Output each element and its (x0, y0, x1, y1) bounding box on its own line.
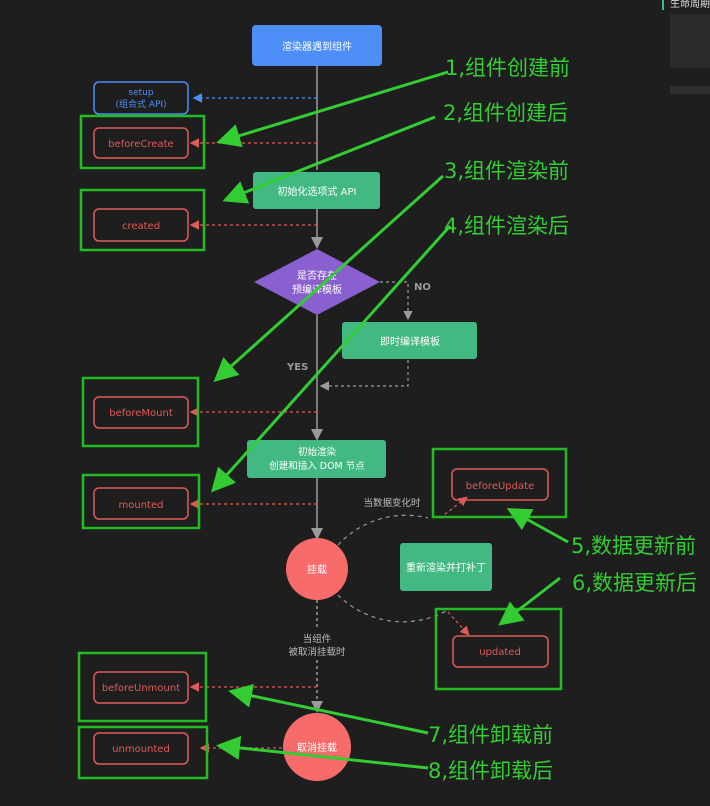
initial-render-line2: 创建和插入 DOM 节点 (269, 460, 365, 472)
renderer-label: 渲染器遇到组件 (282, 40, 352, 53)
mounted-state-label: 挂载 (307, 563, 327, 576)
annotation-label: 6,数据更新后 (572, 571, 697, 595)
before-create-hook: beforeCreate (79, 114, 206, 170)
top-accent-bar (662, 0, 664, 10)
update-loop-arc (337, 594, 449, 623)
unmount-state-node: 取消挂载 (283, 713, 351, 781)
updated-hook: updated (434, 607, 563, 691)
annotation-arrow (498, 576, 561, 626)
side-panel-bar (670, 86, 710, 94)
annotation-arrow (213, 174, 445, 383)
highlight-frame (81, 376, 200, 448)
highlight-frame (79, 114, 206, 170)
initial-render-node: 初始渲染 创建和插入 DOM 节点 (247, 440, 386, 478)
annotation-label: 8,组件卸载后 (428, 759, 553, 783)
unmounted-hook: unmounted (77, 725, 209, 780)
updated-label: updated (479, 647, 521, 658)
annotation-arrow (216, 70, 449, 148)
annotation-arrow (210, 224, 452, 493)
annotation-label: 3,组件渲染前 (444, 159, 569, 183)
jit-return-line (319, 360, 409, 391)
highlight-frame (431, 447, 568, 519)
before-update-hook: beforeUpdate (431, 447, 568, 519)
before-mount-hook: beforeMount (81, 376, 200, 448)
init-options-label: 初始化选项式 API (278, 185, 357, 198)
annotation-label: 5,数据更新前 (571, 534, 696, 558)
top-fragment-text: 生命周期 (670, 0, 710, 10)
mounted-label: mounted (119, 500, 164, 511)
template-decision-node: 是否存在 预编译模板 (254, 249, 380, 315)
annotation-arrow (222, 115, 436, 204)
before-update-label: beforeUpdate (466, 481, 534, 492)
rerender-patch-label: 重新渲染并打补丁 (406, 561, 486, 574)
unmount-note-line2: 被取消挂载时 (288, 646, 346, 658)
mounted-hook: mounted (81, 473, 201, 530)
highlight-frame (77, 651, 208, 723)
side-panel (670, 14, 710, 68)
annotation-arrow (506, 508, 569, 544)
setup-sublabel: (组合式 API) (115, 98, 166, 110)
update-loop-arc (337, 514, 429, 546)
annotation-label: 4,组件渲染后 (444, 214, 569, 238)
no-label: NO (414, 282, 431, 293)
before-unmount-label: beforeUnmount (102, 683, 180, 694)
jit-compile-label: 即时编译模板 (380, 335, 440, 348)
yes-label: YES (286, 362, 308, 373)
data-change-label: 当数据变化时 (363, 497, 421, 509)
init-options-node: 初始化选项式 API (253, 172, 380, 209)
unmount-state-label: 取消挂载 (297, 741, 337, 754)
annotation-arrow (228, 683, 429, 735)
highlight-frame (81, 473, 201, 530)
annotation-arrow (216, 735, 429, 770)
setup-label: setup (128, 88, 153, 98)
created-label: created (122, 221, 160, 232)
highlight-frame (79, 188, 206, 252)
created-hook: created (79, 188, 206, 252)
highlight-frame (77, 725, 209, 780)
before-unmount-hook: beforeUnmount (77, 651, 208, 723)
unmount-note-line1: 当组件 (303, 633, 332, 645)
updated-connector (447, 611, 470, 636)
initial-render-line1: 初始渲染 (298, 446, 337, 458)
rerender-patch-node: 重新渲染并打补丁 (400, 543, 492, 591)
before-update-connector (439, 496, 468, 519)
before-create-label: beforeCreate (108, 139, 173, 150)
annotation-label: 7,组件卸载前 (428, 723, 553, 747)
jit-compile-node: 即时编译模板 (342, 322, 477, 359)
before-mount-label: beforeMount (109, 408, 173, 419)
unmounted-label: unmounted (112, 744, 170, 755)
annotation-label: 1,组件创建前 (445, 56, 570, 80)
renderer-node: 渲染器遇到组件 (252, 25, 382, 66)
annotation-label: 2,组件创建后 (443, 101, 568, 125)
setup-node: setup (组合式 API) (93, 81, 189, 115)
mounted-state-node: 挂载 (286, 538, 348, 600)
